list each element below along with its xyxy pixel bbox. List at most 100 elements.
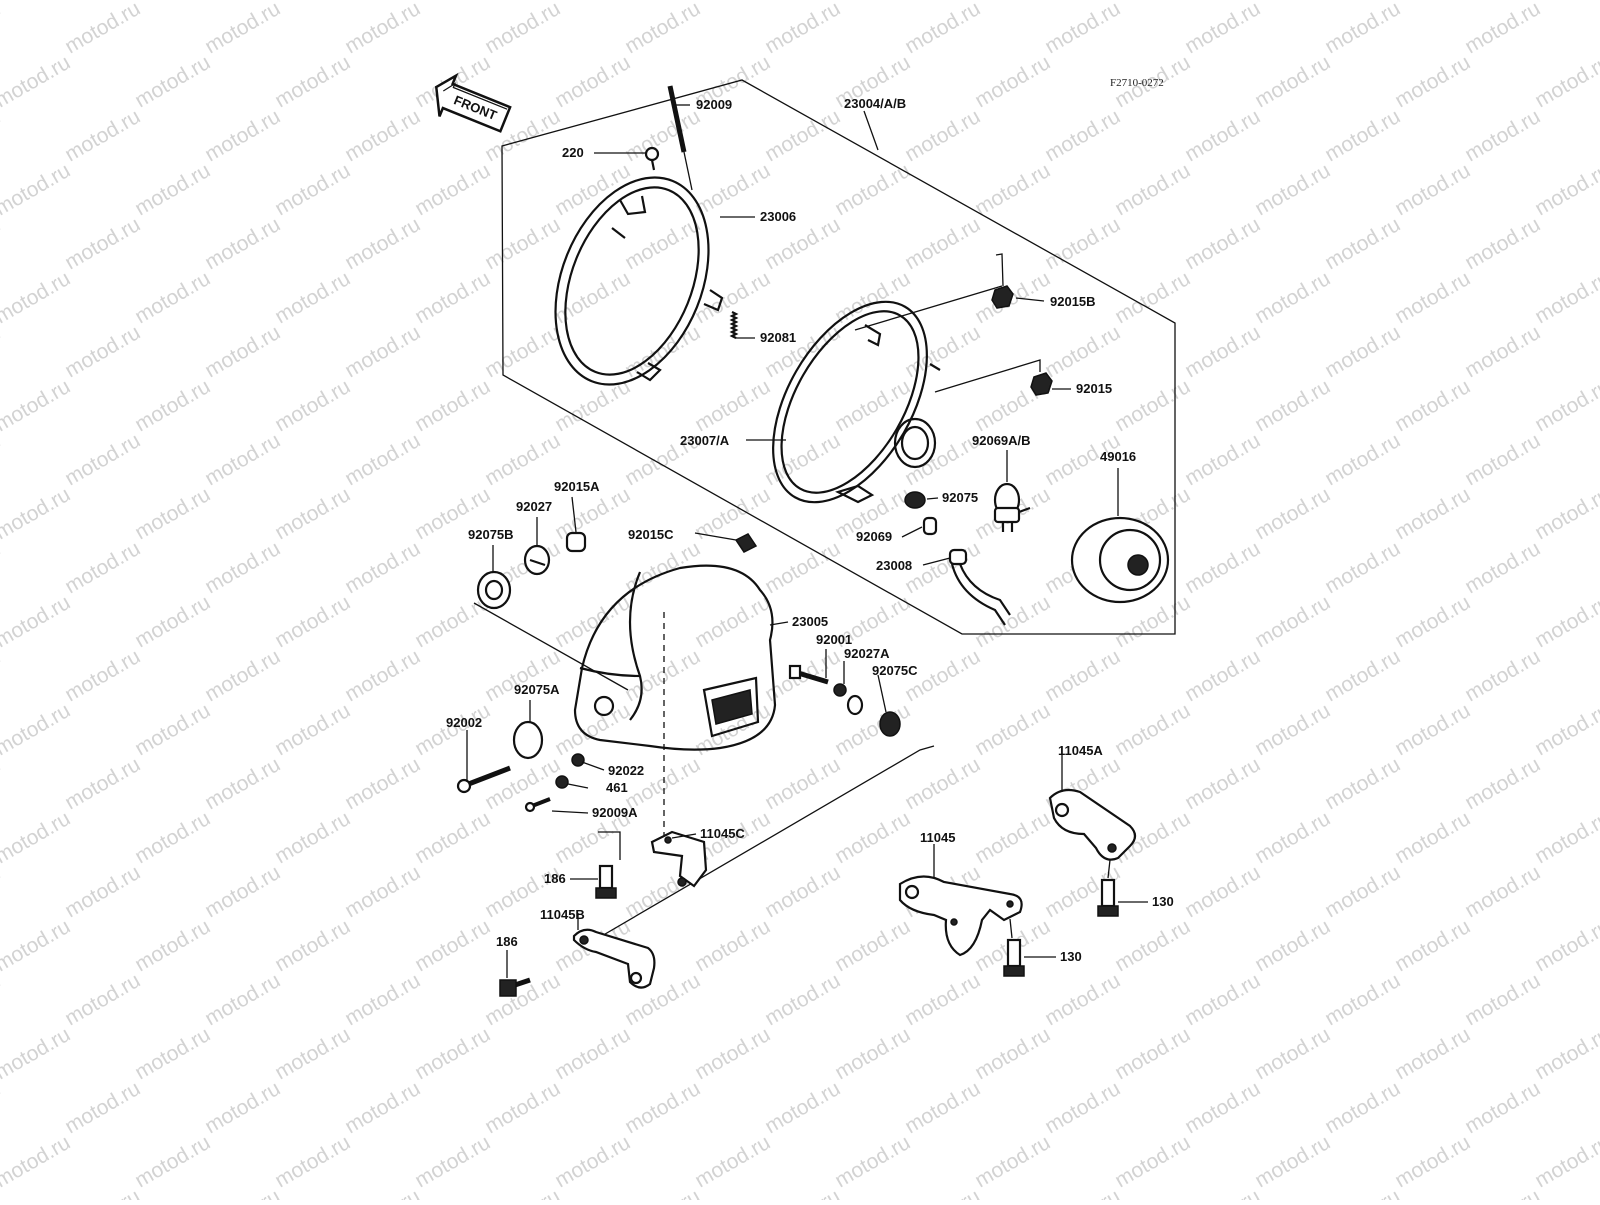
watermark-text: motod.ru	[1181, 969, 1264, 1030]
watermark-text: motod.ru	[1531, 0, 1600, 4]
watermark-text: motod.ru	[0, 105, 4, 166]
collar-92075C-a-icon	[846, 694, 864, 716]
watermark-text: motod.ru	[901, 1185, 984, 1200]
watermark-text: motod.ru	[971, 1131, 1054, 1192]
watermark-text: motod.ru	[61, 105, 144, 166]
watermark-text: motod.ru	[271, 483, 354, 544]
watermark-text: motod.ru	[411, 807, 494, 868]
headlight-unit-group-outline	[501, 79, 1176, 635]
watermark-text: motod.ru	[131, 267, 214, 328]
watermark-text: motod.ru	[271, 915, 354, 976]
label-92009: 92009	[696, 97, 732, 112]
watermark-text: motod.ru	[1251, 159, 1334, 220]
watermark-text: motod.ru	[551, 699, 634, 760]
watermark-text: motod.ru	[1391, 915, 1474, 976]
watermark-text: motod.ru	[1111, 159, 1194, 220]
watermark-text: motod.ru	[1531, 51, 1600, 112]
leader-130a-top	[1107, 859, 1111, 879]
watermark-text: motod.ru	[1531, 267, 1600, 328]
watermark-text: motod.ru	[341, 969, 424, 1030]
watermark-text: motod.ru	[761, 537, 844, 598]
bracket-11045A-icon	[1048, 788, 1137, 861]
watermark-text: motod.ru	[1251, 591, 1334, 652]
label-92022: 92022	[608, 763, 644, 778]
watermark-text: motod.ru	[761, 753, 844, 814]
watermark-text: motod.ru	[1111, 1131, 1194, 1192]
watermark-text: motod.ru	[0, 1077, 4, 1138]
watermark-text: motod.ru	[0, 321, 4, 382]
washer-92027A-icon	[833, 683, 847, 697]
watermark-text: motod.ru	[341, 321, 424, 382]
watermark-text: motod.ru	[1041, 105, 1124, 166]
leader-130b-top	[1009, 918, 1013, 939]
watermark-text: motod.ru	[901, 0, 984, 58]
watermark-text: motod.ru	[1391, 699, 1474, 760]
watermark-text: motod.ru	[201, 213, 284, 274]
label-220: 220	[562, 145, 584, 160]
watermark-text: motod.ru	[761, 0, 844, 58]
watermark-text: motod.ru	[1111, 375, 1194, 436]
watermark-text: motod.ru	[1531, 483, 1600, 544]
label-11045B: 11045B	[540, 907, 585, 922]
watermark-text: motod.ru	[621, 0, 704, 58]
watermark-text: motod.ru	[341, 105, 424, 166]
watermark-text: motod.ru	[691, 483, 774, 544]
watermark-text: motod.ru	[341, 1077, 424, 1138]
watermark-text: motod.ru	[411, 1023, 494, 1084]
watermark-text: motod.ru	[1111, 267, 1194, 328]
watermark-text: motod.ru	[341, 0, 424, 58]
watermark-text: motod.ru	[1181, 321, 1264, 382]
watermark-text: motod.ru	[1391, 159, 1474, 220]
watermark-text: motod.ru	[1181, 753, 1264, 814]
watermark-text: motod.ru	[131, 0, 214, 4]
watermark-text: motod.ru	[1461, 537, 1544, 598]
watermark-text: motod.ru	[1531, 1023, 1600, 1084]
screw-92009A-icon	[524, 797, 551, 813]
watermark-text: motod.ru	[1391, 1023, 1474, 1084]
watermark-text: motod.ru	[831, 1023, 914, 1084]
label-11045: 11045	[920, 830, 955, 845]
watermark-text: motod.ru	[621, 1185, 704, 1200]
bolt-92001-icon	[788, 664, 829, 685]
headlight-rim-23006	[554, 176, 724, 386]
watermark-text: motod.ru	[831, 375, 914, 436]
bolt-186a-icon	[595, 864, 617, 899]
watermark-text: motod.ru	[1041, 969, 1124, 1030]
watermark-text: motod.ru	[1531, 159, 1600, 220]
watermark-text: motod.ru	[1461, 0, 1544, 58]
watermark-text: motod.ru	[341, 213, 424, 274]
watermark-text: motod.ru	[1181, 105, 1264, 166]
watermark-text: motod.ru	[0, 0, 4, 58]
watermark-text: motod.ru	[1041, 321, 1124, 382]
watermark-text: motod.ru	[201, 1077, 284, 1138]
watermark-text: motod.ru	[1251, 483, 1334, 544]
label-130-upper: 130	[1152, 894, 1174, 909]
diagram-code: F2710-0272	[1110, 77, 1164, 89]
watermark-text: motod.ru	[621, 321, 704, 382]
bolt-186b-icon	[499, 977, 531, 997]
watermark-text: motod.ru	[1391, 1131, 1474, 1192]
watermark-text: motod.ru	[1041, 213, 1124, 274]
watermark-text: motod.ru	[201, 105, 284, 166]
label-92069AB: 92069A/B	[972, 433, 1031, 448]
watermark-text: motod.ru	[1321, 645, 1404, 706]
watermark-text: motod.ru	[551, 1023, 634, 1084]
nut-92015B-icon	[991, 285, 1014, 309]
watermark-text: motod.ru	[1181, 1077, 1264, 1138]
label-11045C: 11045C	[700, 826, 745, 841]
watermark-text: motod.ru	[131, 915, 214, 976]
watermark-text: motod.ru	[481, 0, 564, 58]
nut-92015A-icon	[565, 531, 587, 553]
leader-lines	[466, 104, 1148, 978]
watermark-text: motod.ru	[1111, 915, 1194, 976]
watermark-text: motod.ru	[901, 105, 984, 166]
label-461: 461	[606, 780, 628, 795]
watermark-text: motod.ru	[1251, 0, 1334, 4]
watermark-text: motod.ru	[1251, 1131, 1334, 1192]
watermark-text: motod.ru	[341, 645, 424, 706]
label-49016: 49016	[1100, 449, 1136, 464]
watermark-text: motod.ru	[1251, 267, 1334, 328]
bushing-92027-icon	[523, 544, 551, 576]
watermark-text: motod.ru	[831, 699, 914, 760]
